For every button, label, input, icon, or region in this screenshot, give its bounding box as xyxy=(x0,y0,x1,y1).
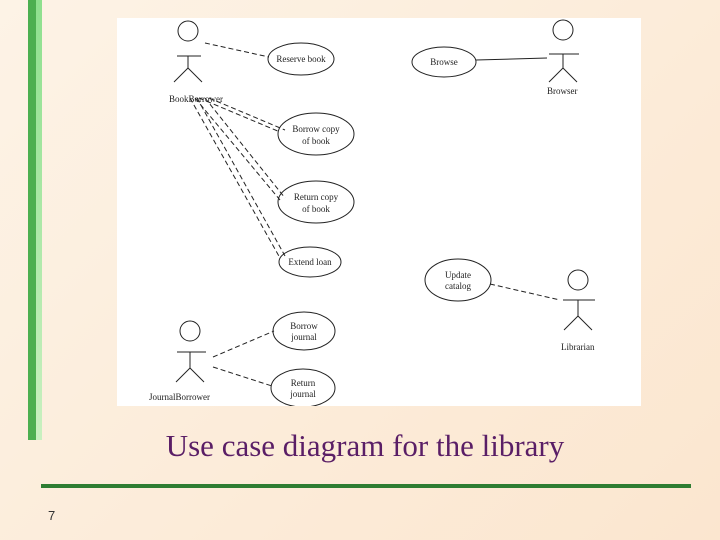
page-number: 7 xyxy=(48,508,56,523)
use-case-label-borrow-journal-2: journal xyxy=(290,332,317,342)
actor-browser xyxy=(548,19,579,83)
footer-rule xyxy=(41,484,691,488)
use-case-label-update-catalog-2: catalog xyxy=(445,281,471,291)
use-case-return-copy xyxy=(277,180,355,224)
use-case-borrow-copy xyxy=(277,112,355,156)
use-case-label-return-journal-1: Return xyxy=(291,378,316,388)
association-browse xyxy=(475,57,548,61)
diagram-canvas: BookBorrower JournalBorrower Browser Lib… xyxy=(149,19,595,406)
side-accent-bar xyxy=(28,0,36,440)
use-case-label-extend-loan: Extend loan xyxy=(288,257,332,267)
use-case-label-return-copy-1: Return copy xyxy=(294,192,339,202)
use-case-label-update-catalog-1: Update xyxy=(445,270,471,280)
use-case-label-borrow-copy-2: of book xyxy=(302,136,330,146)
actor-librarian xyxy=(563,269,595,331)
use-case-label-borrow-journal-1: Borrow xyxy=(290,321,318,331)
side-accent-gradient xyxy=(36,0,42,440)
associations xyxy=(189,42,561,387)
actor-book-borrower xyxy=(173,20,203,83)
use-case-label-return-copy-2: of book xyxy=(302,204,330,214)
actor-journal-borrower xyxy=(175,320,206,383)
use-case-browse xyxy=(411,46,477,78)
use-case-label-return-journal-2: journal xyxy=(289,389,316,399)
actor-label-book-borrower: BookBorrower xyxy=(169,94,223,104)
use-case-diagram: BookBorrower JournalBorrower Browser Lib… xyxy=(117,18,641,406)
actor-label-journal-borrower: JournalBorrower xyxy=(149,392,210,402)
use-case-return-journal xyxy=(270,368,336,406)
use-case-label-borrow-copy-1: Borrow copy xyxy=(292,124,340,134)
use-case-reserve-book xyxy=(267,42,335,76)
use-case-borrow-journal xyxy=(272,311,336,351)
use-case-label-reserve-book: Reserve book xyxy=(276,54,326,64)
actor-label-librarian: Librarian xyxy=(561,342,595,352)
use-case-update-catalog xyxy=(424,258,492,302)
use-case-extend-loan xyxy=(278,246,342,278)
use-case-label-browse: Browse xyxy=(430,57,458,67)
slide-caption: Use case diagram for the library xyxy=(165,428,565,463)
actor-label-browser: Browser xyxy=(547,86,578,96)
